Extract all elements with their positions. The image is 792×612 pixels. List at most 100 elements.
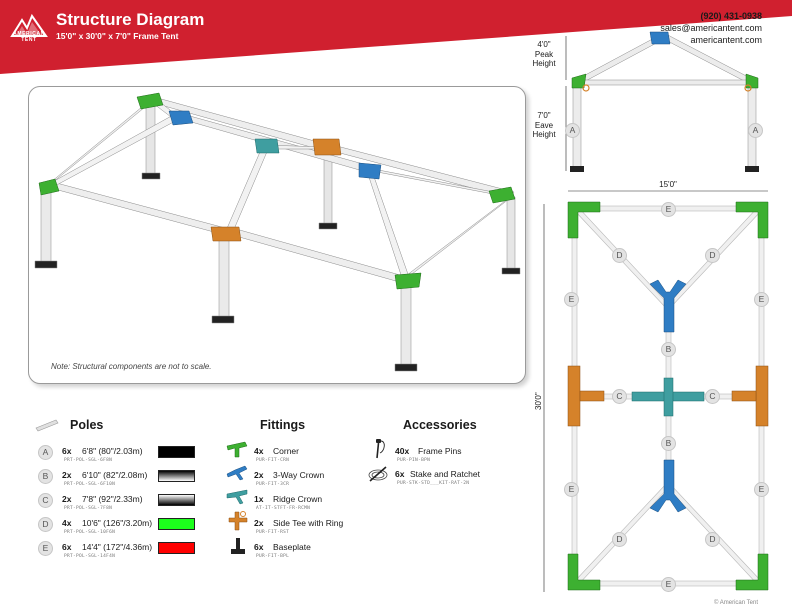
accessory-sku: PUR-PIN-BPN xyxy=(397,458,431,463)
stake-ratchet-icon xyxy=(368,466,388,482)
orange-side-tee-fittings xyxy=(210,138,342,242)
pole-icon xyxy=(35,419,59,432)
pole-qty: 2x xyxy=(62,470,72,480)
fitting-desc: Baseplate xyxy=(273,542,311,552)
plan-letter-b-upper: B xyxy=(661,342,676,357)
eave-height-label: 7'0" Eave Height xyxy=(532,111,556,139)
side-tee-icon xyxy=(228,511,248,531)
plan-letter-e-top: E xyxy=(661,202,676,217)
pole-desc: 6'8" (80"/2.03m) xyxy=(82,446,143,456)
pole-sku: PRT-POL-SGL-6F10N xyxy=(64,482,116,487)
fitting-sku: PUR-FIT-3CR xyxy=(256,482,290,487)
pole-desc: 7'8" (92"/2.33m) xyxy=(82,494,143,504)
pole-row-c: C 2x 7'8" (92"/2.33m) PRT-POL-SGL-7F8N xyxy=(38,492,198,514)
width-dimension-line xyxy=(568,190,768,192)
logo-text: AMERICAN TENT xyxy=(13,31,45,43)
back-left-post xyxy=(141,101,161,180)
green-corner-fittings xyxy=(38,92,516,290)
pole-qty: 2x xyxy=(62,494,72,504)
plan-letter-c-left: C xyxy=(612,389,627,404)
fitting-desc: Side Tee with Ring xyxy=(273,518,344,528)
three-way-crown-icon xyxy=(226,465,248,481)
side-pole-letter-right: A xyxy=(748,123,763,138)
pole-desc: 6'10" (82"/2.08m) xyxy=(82,470,148,480)
pole-sku: PRT-POL-SGL-7F8N xyxy=(64,506,113,511)
fitting-desc: Ridge Crown xyxy=(273,494,323,504)
corner-fitting-icon xyxy=(226,441,248,458)
fitting-sku: PUR-FIT-BPL xyxy=(256,554,290,559)
accessories-title: Accessories xyxy=(403,418,477,432)
fitting-qty: 2x xyxy=(254,470,264,480)
pole-letter: D xyxy=(38,517,53,532)
contact-email[interactable]: sales@americantent.com xyxy=(660,23,762,33)
pole-color-swatch xyxy=(158,446,195,458)
side-pole-letter-left: A xyxy=(565,123,580,138)
plan-letter-e-bottom: E xyxy=(661,577,676,592)
fitting-sku: PUR-FIT-CRN xyxy=(256,458,290,463)
front-right-post xyxy=(394,282,418,372)
ridge-crown-icon xyxy=(226,489,248,505)
pole-letter: C xyxy=(38,493,53,508)
isometric-frame-view: Note: Structural components are not to s… xyxy=(28,86,526,384)
pole-letter: B xyxy=(38,469,53,484)
scale-note: Note: Structural components are not to s… xyxy=(51,362,212,371)
plan-letter-d-right-bottom: D xyxy=(705,532,720,547)
fitting-qty: 6x xyxy=(254,542,264,552)
page-subtitle: 15'0" x 30'0" x 7'0" Frame Tent xyxy=(56,31,179,41)
page-title: Structure Diagram xyxy=(56,10,205,29)
accessory-desc: Frame Pins xyxy=(418,446,462,456)
side-elevation-view xyxy=(565,31,759,172)
pole-sku: PRT-POL-SGL-6F8N xyxy=(64,458,113,463)
accessory-desc: Stake and Ratchet xyxy=(410,469,480,479)
plan-letter-b-lower: B xyxy=(661,436,676,451)
contact-phone[interactable]: (920) 431-0938 xyxy=(700,11,762,21)
pole-color-swatch xyxy=(158,542,195,554)
fitting-sku: PUR-FIT-RST xyxy=(256,530,290,535)
pole-desc: 14'4" (172"/4.36m) xyxy=(82,542,153,552)
plan-letter-e-right-lower: E xyxy=(754,482,769,497)
pole-desc: 10'6" (126"/3.20m) xyxy=(82,518,153,528)
fitting-qty: 4x xyxy=(254,446,264,456)
contact-website[interactable]: americantent.com xyxy=(690,35,762,45)
length-dimension-line xyxy=(543,204,545,592)
frame-pin-icon xyxy=(376,439,385,459)
isometric-frame-drawing xyxy=(34,92,521,372)
accessory-qty: 40x xyxy=(395,446,410,456)
pole-row-d: D 4x 10'6" (126"/3.20m) PRT-POL-SGL-10F6… xyxy=(38,516,198,538)
blue-crown-fittings xyxy=(168,110,382,180)
top-plan-view xyxy=(567,201,769,591)
pole-qty: 6x xyxy=(62,542,72,552)
pole-letter: A xyxy=(38,445,53,460)
fitting-qty: 1x xyxy=(254,494,264,504)
pole-color-swatch xyxy=(158,494,195,506)
pole-row-e: E 6x 14'4" (172"/4.36m) PRT-POL-SGL-14F4… xyxy=(38,540,198,562)
fitting-sku: AT-IT-STFT-FR-RCMN xyxy=(256,506,311,511)
plan-letter-d-left-bottom: D xyxy=(612,532,627,547)
fitting-qty: 2x xyxy=(254,518,264,528)
pole-qty: 4x xyxy=(62,518,72,528)
front-mid-post xyxy=(211,234,235,324)
plan-letter-d-left-top: D xyxy=(612,248,627,263)
width-label: 15'0" xyxy=(659,180,677,189)
pole-qty: 6x xyxy=(62,446,72,456)
baseplate-icon xyxy=(231,538,245,554)
pole-row-b: B 2x 6'10" (82"/2.08m) PRT-POL-SGL-6F10N xyxy=(38,468,198,490)
pole-color-swatch xyxy=(158,470,195,482)
back-mid-post xyxy=(318,151,338,230)
fittings-title: Fittings xyxy=(260,418,306,432)
accessory-sku: PUR-STK-STD___KIT-RAT-2N xyxy=(397,481,470,486)
plan-letter-e-left-upper: E xyxy=(564,292,579,307)
fitting-desc: 3-Way Crown xyxy=(273,470,325,480)
accessory-qty: 6x xyxy=(395,469,405,479)
pole-row-a: A 6x 6'8" (80"/2.03m) PRT-POL-SGL-6F8N xyxy=(38,444,198,466)
pole-sku: PRT-POL-SGL-14F4N xyxy=(64,554,116,559)
header-banner xyxy=(0,0,792,74)
plan-letter-d-right-top: D xyxy=(705,248,720,263)
copyright: © American Tent xyxy=(714,600,758,606)
plan-letter-c-right: C xyxy=(705,389,720,404)
pole-letter: E xyxy=(38,541,53,556)
teal-ridge-fitting xyxy=(254,138,280,154)
fitting-desc: Corner xyxy=(273,446,299,456)
peak-height-label: 4'0" Peak Height xyxy=(532,40,556,68)
contact-block: (920) 431-0938 sales@americantent.com am… xyxy=(660,10,762,46)
